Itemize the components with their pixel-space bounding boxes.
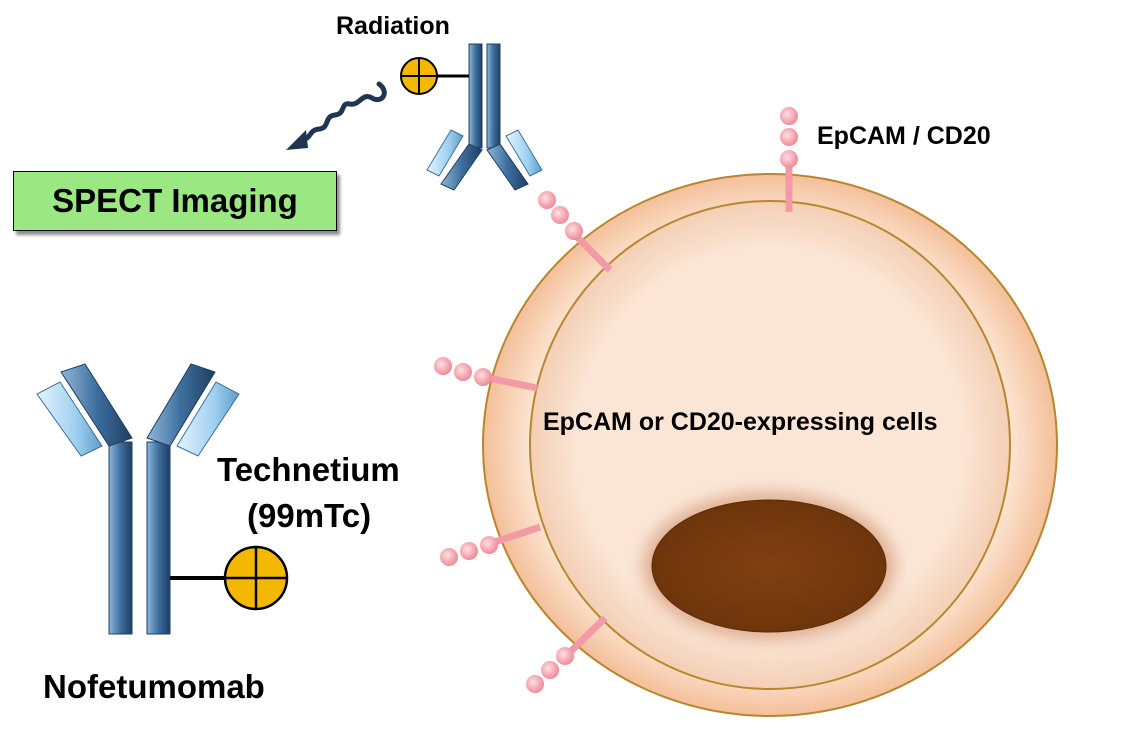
isotope-icon [223,545,289,611]
spect-imaging-label: SPECT Imaging [52,182,298,219]
spect-imaging-box: SPECT Imaging [13,171,337,231]
receptor-top [780,107,798,212]
isotope-name-label: Technetium [217,451,400,488]
large-antibody [36,363,240,635]
radiation-wave-icon [286,81,387,150]
receptor-left-lower [440,523,542,566]
small-antibody [426,43,543,191]
cell-label: EpCAM or CD20-expressing cells [543,408,938,436]
drug-name-label: Nofetumomab [43,668,265,705]
receptor-label: EpCAM / CD20 [817,122,991,150]
target-cell [482,173,1058,717]
receptor-bound [538,191,613,273]
radiation-label: Radiation [336,12,450,40]
isotope-symbol-label: (99mTc) [247,497,372,534]
small-isotope-icon [400,57,438,95]
receptor-left-upper [434,357,538,392]
receptor-bottom [526,615,608,693]
nucleus [651,499,887,633]
